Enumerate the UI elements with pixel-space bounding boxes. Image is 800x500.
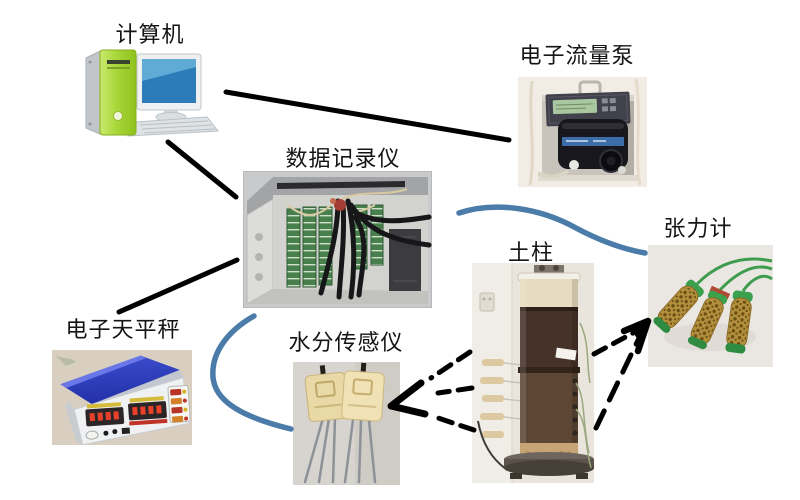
moisture-sensor-image — [293, 362, 400, 485]
label-data-logger: 数据记录仪 — [285, 146, 401, 171]
label-flow-pump: 电子流量泵 — [519, 43, 635, 68]
label-balance: 电子天平秤 — [65, 317, 181, 342]
soil-column-image — [472, 263, 594, 483]
line-computer-to-logger — [165, 139, 239, 200]
line-logger-to-balance — [116, 257, 240, 315]
label-moisture-sensor: 水分传感仪 — [288, 330, 404, 355]
line-computer-to-pump — [223, 89, 512, 143]
balance-image — [52, 350, 192, 445]
arrow-column-to-sensor — [387, 349, 477, 433]
label-computer: 计算机 — [115, 22, 185, 47]
arrow-column-to-tensiometer — [591, 317, 652, 431]
data-logger-image — [243, 171, 432, 308]
tensiometer-image — [648, 245, 773, 367]
label-tensiometer: 张力计 — [663, 216, 733, 241]
computer-image — [85, 49, 219, 137]
curve-logger-to-moisture-sensor — [210, 313, 294, 432]
flow-pump-image — [518, 77, 647, 187]
label-soil-column: 土柱 — [507, 240, 555, 265]
